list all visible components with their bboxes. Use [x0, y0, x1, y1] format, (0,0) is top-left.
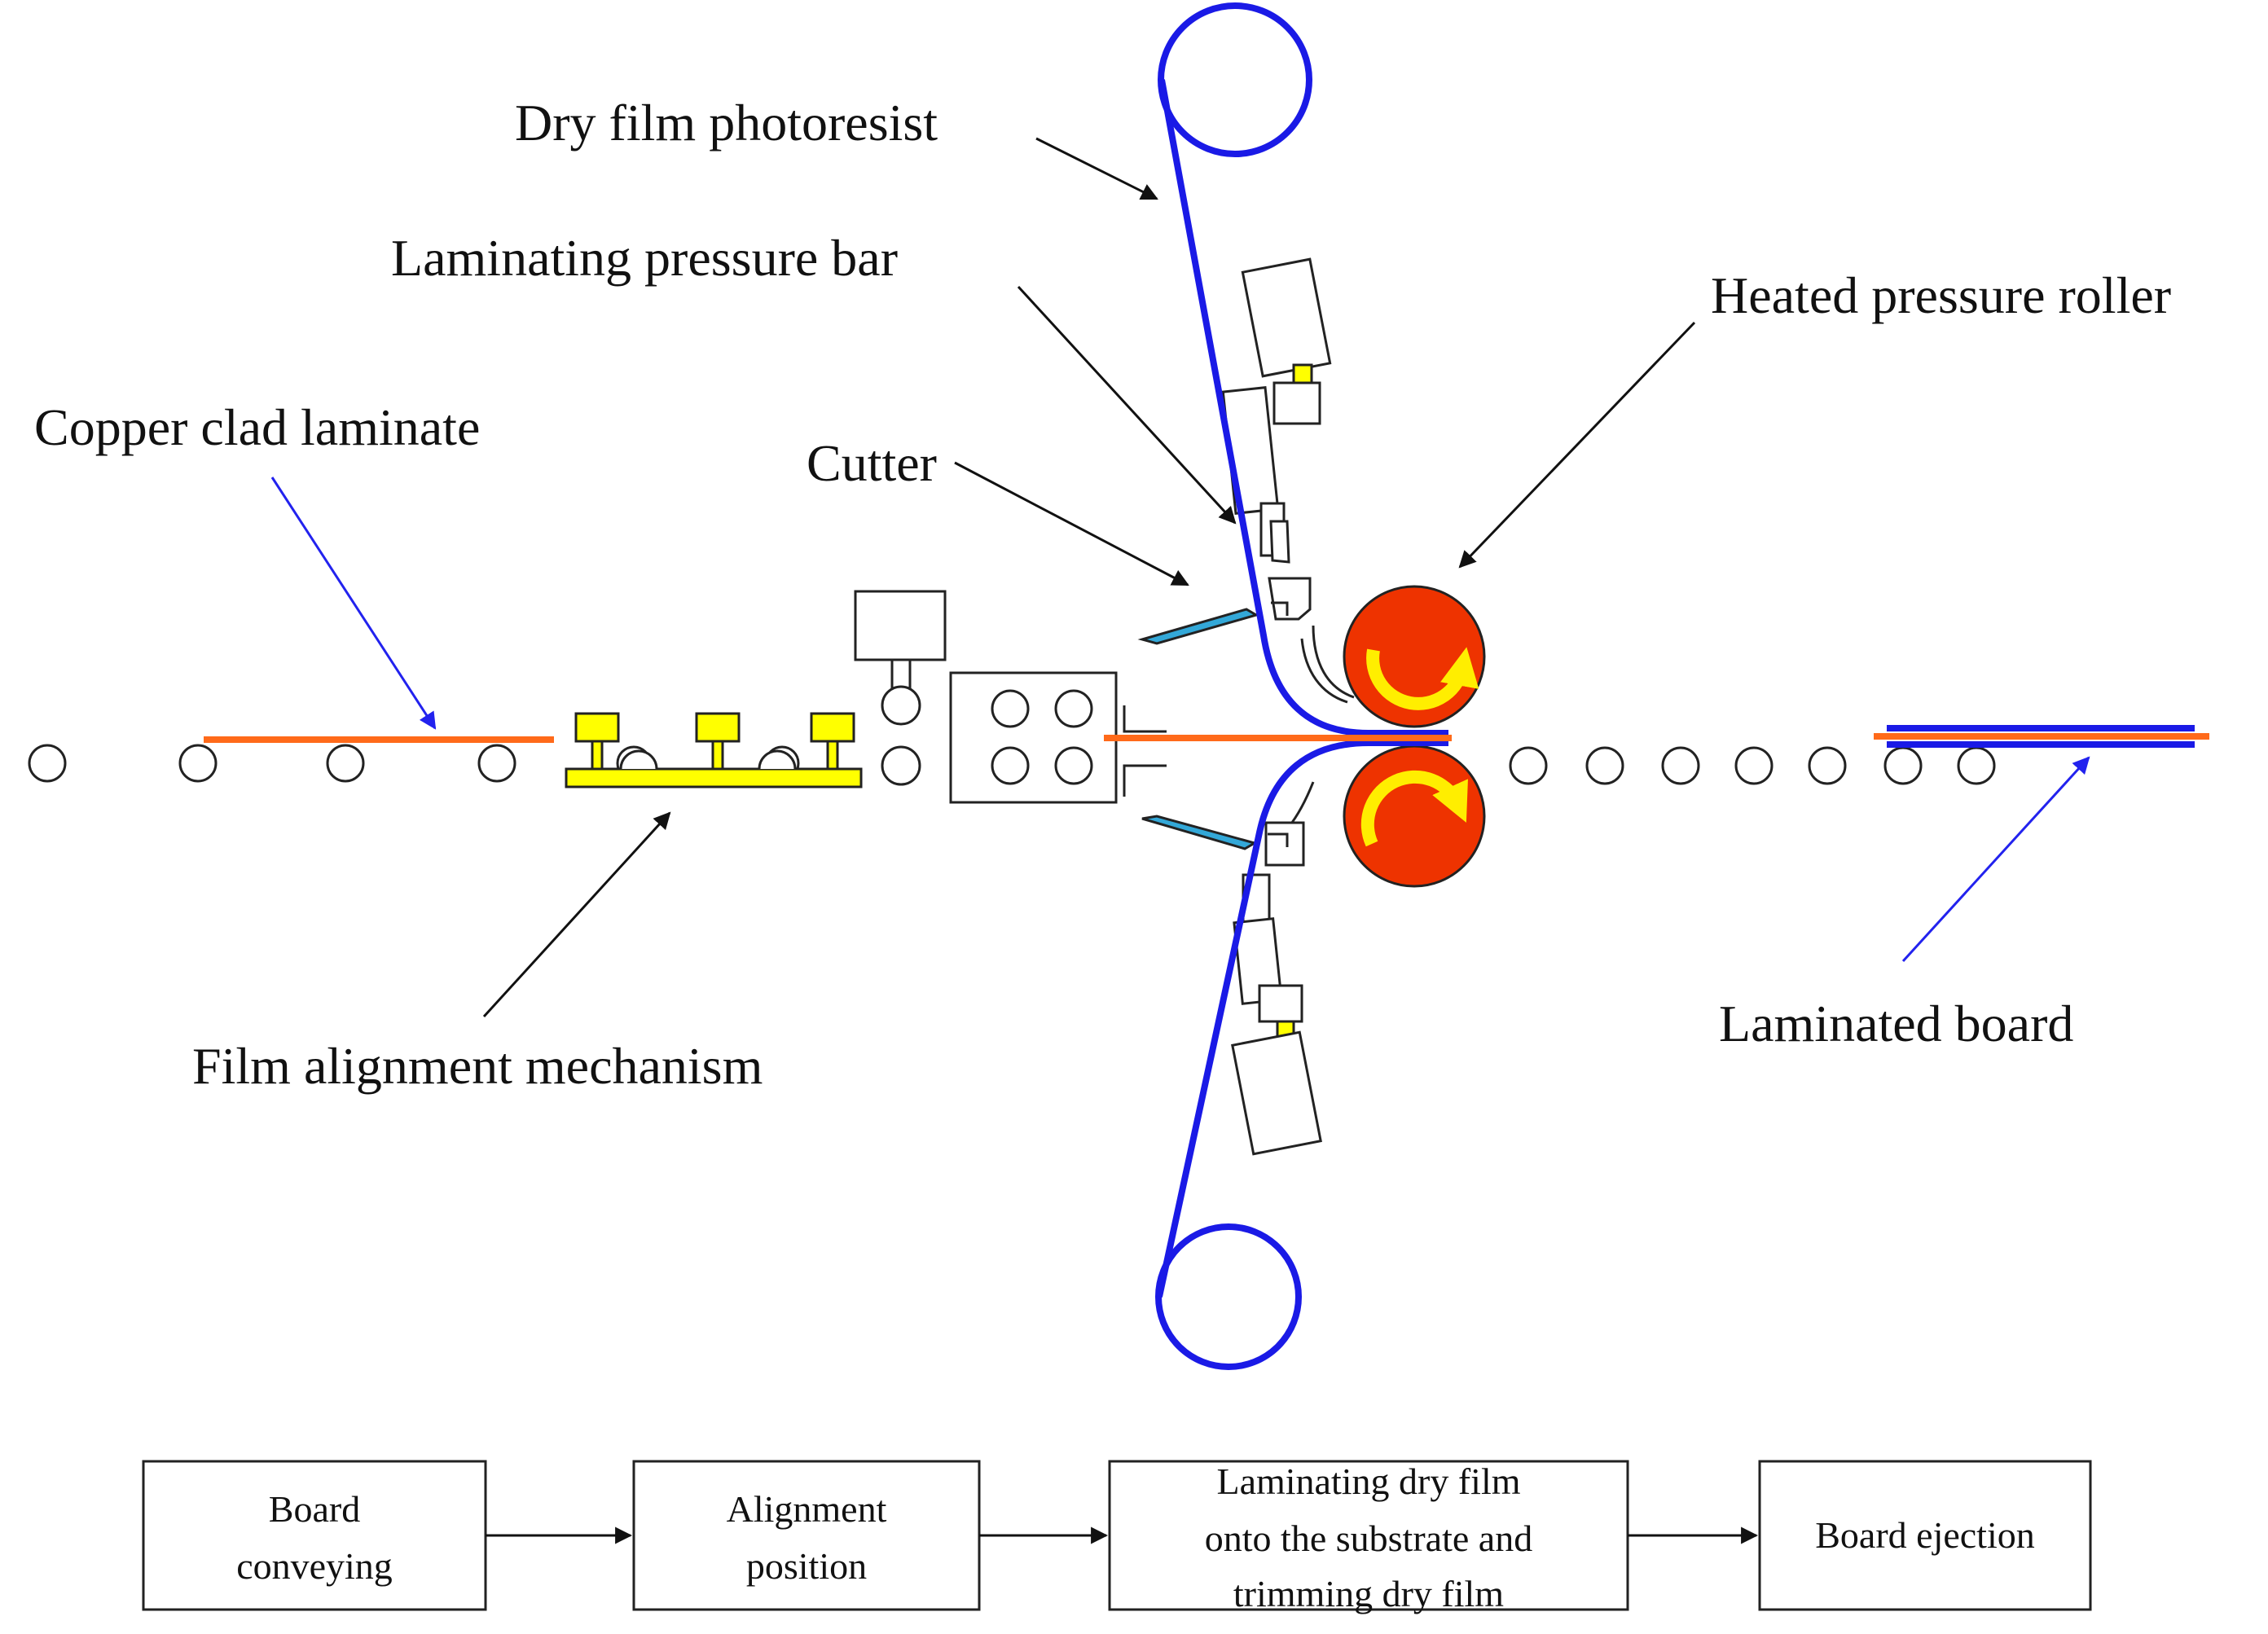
lower-cutter-blade: [1141, 815, 1258, 850]
conveyor-roller: [1808, 746, 1847, 785]
pre-press-roller: [881, 685, 921, 726]
heated-pressure-roller-lower: [1343, 745, 1486, 888]
alignment-post: [591, 737, 604, 771]
upper-cutter-holder: [1268, 577, 1312, 621]
rotation-arrow: [1360, 770, 1468, 847]
label-laminated-board: Laminated board: [1719, 995, 2073, 1052]
flow-step-text: Laminating dry film: [1216, 1460, 1520, 1502]
rotation-arrow: [1366, 647, 1479, 710]
conveyor-roller: [1585, 746, 1624, 785]
flow-step-text: trimming dry film: [1233, 1573, 1504, 1614]
laminated-board-output: [1874, 725, 2209, 748]
upper-film-web: [1158, 79, 1448, 736]
guide-box-frame: [949, 671, 1118, 804]
guide-roller: [1054, 746, 1093, 785]
lower-cutter-holder: [1264, 821, 1305, 867]
flow-step-text: Board ejection: [1815, 1514, 2035, 1556]
flow-step-text: Board: [269, 1488, 360, 1530]
upper-film-guide-curve: [1300, 638, 1348, 704]
upper-cutter-slot: [1271, 601, 1289, 616]
conveyor-roller: [326, 744, 365, 783]
alignment-pointer-arrow: [482, 811, 671, 1018]
pre-press-stem: [890, 658, 912, 691]
flow-step-text: conveying: [236, 1545, 393, 1587]
label-heated-pressure-roller: Heated pressure roller: [1711, 266, 2171, 324]
label-copper-clad-laminate: Copper clad laminate: [34, 398, 480, 456]
conveyor-roller: [28, 744, 67, 783]
copper-laminate-pointer-arrow: [270, 477, 437, 730]
film-alignment-mechanism: [565, 712, 863, 788]
conveyor-roller: [178, 744, 218, 783]
heated-roller-pointer-arrow: [1458, 321, 1696, 569]
board-entry-guide: [1123, 705, 1167, 797]
lower-cutter-slot: [1268, 832, 1289, 847]
upper-cylinder-body: [1241, 257, 1332, 378]
conveyor-roller: [477, 744, 516, 783]
pressure-bar-pointer-arrow: [1017, 285, 1237, 525]
upper-laminating-assembly: [1221, 257, 1355, 704]
output-conveyor-rollers: [1509, 746, 1996, 785]
alignment-post: [711, 737, 724, 771]
flow-step-box-alignment-position: [632, 1460, 981, 1611]
cutter-pointer-arrow: [954, 461, 1189, 586]
conveyor-roller: [1883, 746, 1923, 785]
flow-step-text: onto the substrate and: [1205, 1518, 1532, 1559]
conveyor-roller: [1957, 746, 1996, 785]
flow-step-box-board-ejection: [1758, 1460, 2092, 1611]
heated-pressure-roller-upper: [1343, 585, 1486, 728]
lower-laminating-assembly: [1231, 781, 1322, 1156]
conveyor-roller: [1661, 746, 1700, 785]
guide-roller: [991, 746, 1030, 785]
flow-step-box-laminating: [1108, 1460, 1629, 1611]
pressure-bar-shoe-upper: [1269, 520, 1290, 564]
dry-film-photoresist: [1155, 2, 1448, 1370]
pre-press-housing: [854, 590, 947, 661]
film-guide-box: [949, 671, 1167, 804]
conveyor-roller: [1509, 746, 1548, 785]
alignment-roller: [619, 749, 658, 770]
lower-upper-block: [1258, 984, 1303, 1023]
lower-film-guide-curve: [1287, 781, 1315, 828]
pre-press-unit: [854, 590, 947, 726]
upper-yellow-connector: [1292, 363, 1313, 384]
film-supply-reel-lower: [1155, 1223, 1302, 1370]
guide-roller: [1054, 689, 1093, 728]
alignment-head: [695, 712, 741, 743]
label-cutter: Cutter: [807, 434, 937, 492]
alignment-head: [574, 712, 620, 743]
alignment-base-plate: [565, 767, 863, 788]
upper-film-guide-curve: [1312, 625, 1355, 699]
alignment-roller: [758, 749, 797, 770]
alignment-head: [810, 712, 855, 743]
conveyor-roller: [881, 745, 921, 786]
lower-film-web: [1156, 740, 1448, 1298]
upper-cutter-blade: [1137, 608, 1259, 645]
laminated-board-pointer-arrow: [1901, 756, 2090, 963]
label-laminating-pressure-bar: Laminating pressure bar: [391, 229, 898, 287]
dry-film-pointer-arrow: [1035, 137, 1158, 200]
flow-step-box-board-conveying: [142, 1460, 487, 1611]
lower-cylinder-body: [1231, 1030, 1322, 1156]
guide-roller: [991, 689, 1030, 728]
upper-lower-block: [1272, 381, 1321, 425]
film-supply-reel-upper: [1158, 2, 1312, 157]
conveyor-roller: [1734, 746, 1774, 785]
flow-step-text: Alignment: [727, 1488, 887, 1530]
flow-step-text: position: [746, 1545, 867, 1587]
process-flow: Board conveying Alignment position Lamin…: [142, 1460, 2092, 1614]
alignment-post: [826, 737, 839, 771]
label-film-alignment-mechanism: Film alignment mechanism: [192, 1037, 763, 1095]
label-dry-film-photoresist: Dry film photoresist: [515, 94, 938, 152]
